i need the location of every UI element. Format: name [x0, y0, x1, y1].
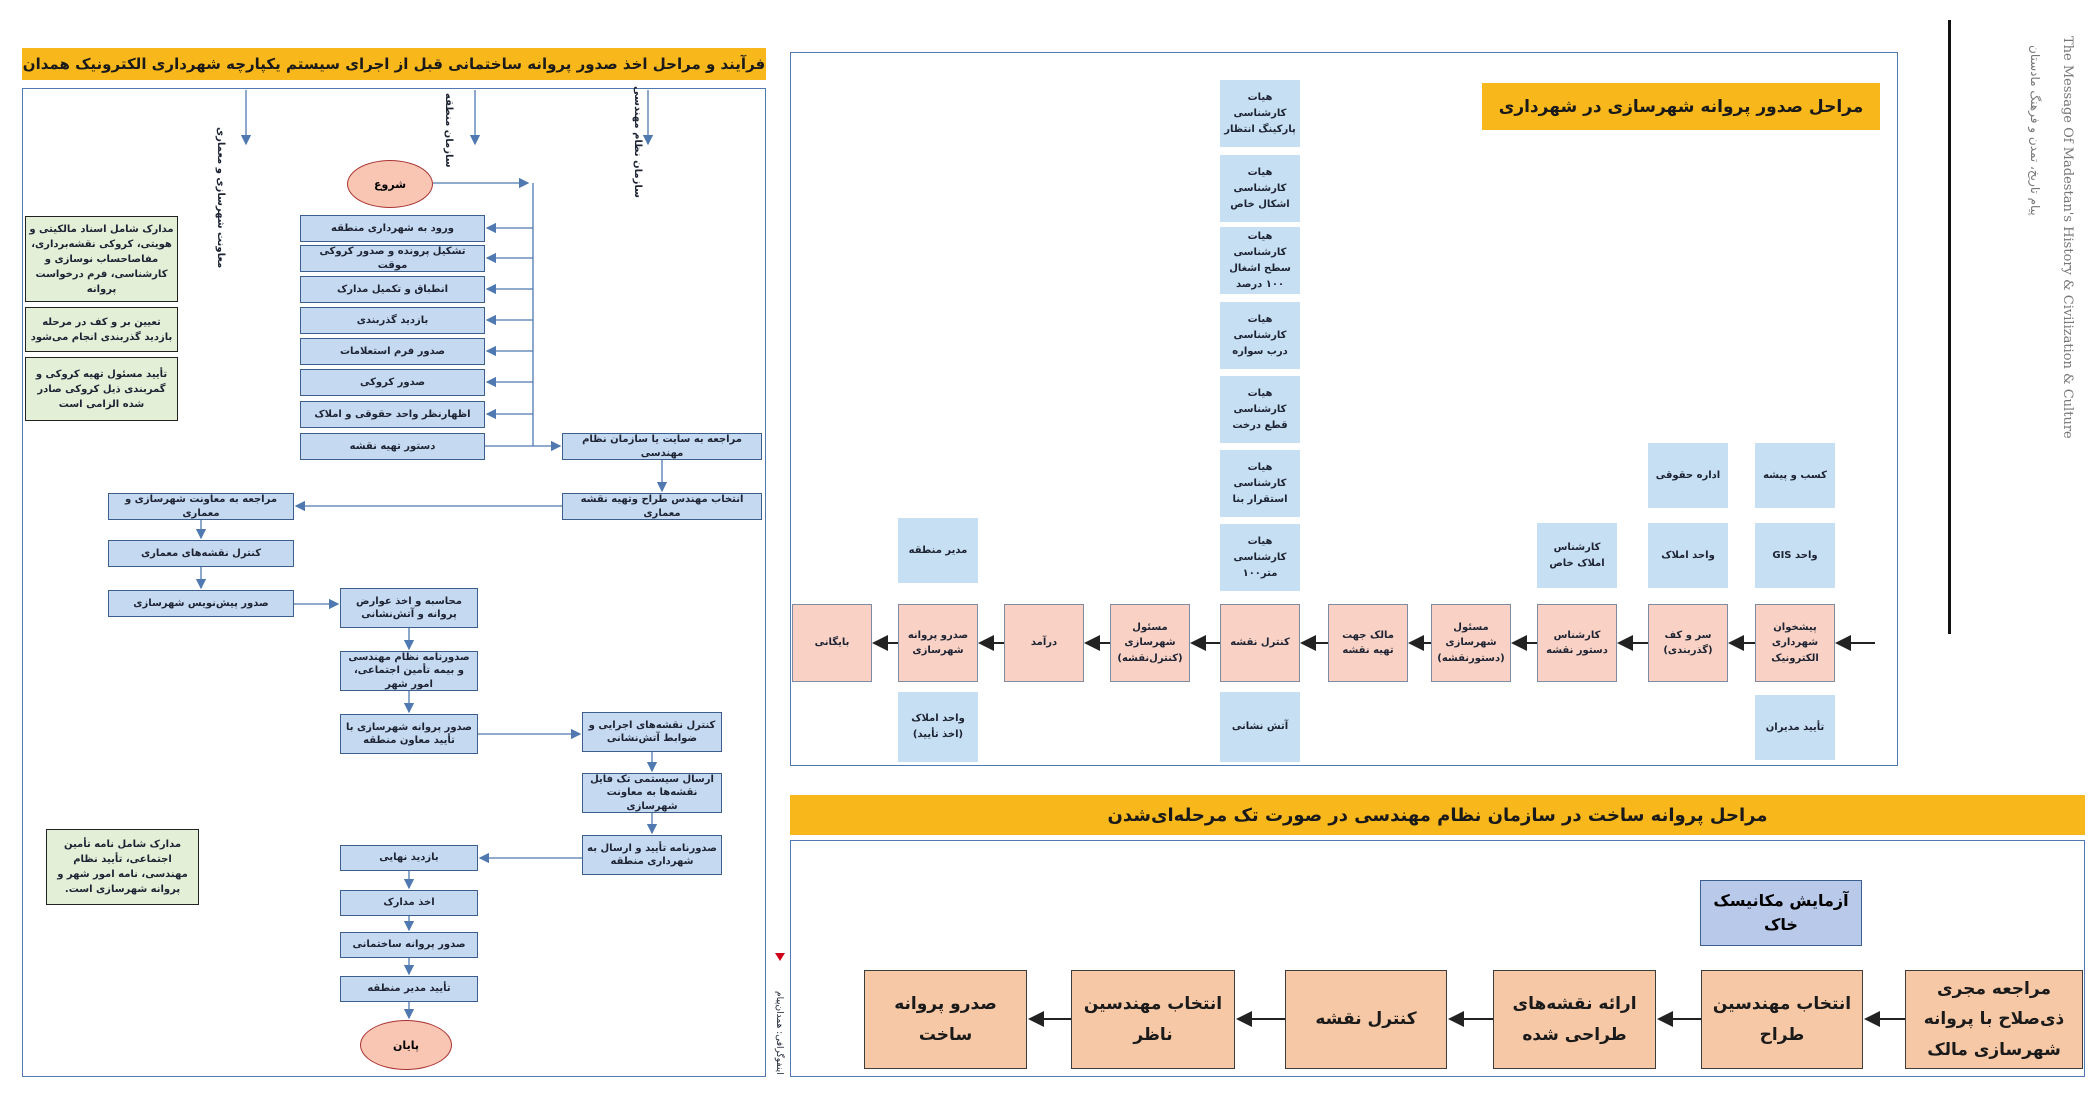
end-oval: پایان: [360, 1020, 452, 1070]
committee-box: هیات کارشناسی قطع درخت: [1220, 376, 1300, 443]
credit-marker-icon: [775, 953, 785, 961]
flow-box: مسئول شهرسازی (دستورنقشه): [1431, 604, 1511, 682]
grade-side-box: واحد املاک: [1648, 523, 1728, 588]
flow-step-box: ارائه نقشه‌های طراحی شده: [1493, 970, 1656, 1069]
region-step-box: صدور پروانه شهرسازی با تأیید معاون منطقه: [340, 714, 478, 754]
deputy-step-box: صدور پیش‌نویس شهرسازی: [108, 590, 294, 617]
side-divider: [1948, 20, 1951, 634]
eng2-step-box: ارسال سیستمی تک فایل نقشه‌ها به معاونت ش…: [582, 773, 722, 813]
lane-label-deputy: معاونت شهرسازی و معماری: [215, 126, 226, 268]
expert-side-box: کارشناس املاک خاص: [1537, 523, 1617, 588]
estate-confirm-box: واحد املاک (اخذ تأیید): [898, 692, 978, 762]
flow-box: کارشناس دستور نقشه: [1537, 604, 1617, 682]
fire-department-box: آتش نشانی: [1220, 692, 1300, 762]
step-box: ورود به شهرداری منطقه: [300, 215, 485, 242]
step-box: صدور کروکی: [300, 369, 485, 396]
final-step-box: بازدید نهایی: [340, 845, 478, 871]
step-box: تشکیل پرونده و صدور کروکی موقت: [300, 245, 485, 272]
engineering-step-box: انتخاب مهندس طراح وتهیه نقشه معماری: [562, 493, 762, 520]
counter-side-box: واحد GIS: [1755, 523, 1835, 588]
left-panel-frame: [22, 88, 766, 1077]
eng2-step-box: صدورنامه تأیید و ارسال به شهرداری منطقه: [582, 835, 722, 875]
step-box: انطباق و تکمیل مدارک: [300, 276, 485, 303]
region-manager-box: مدیر منطقه: [898, 518, 978, 583]
deputy-step-box: مراجعه به معاونت شهرسازی و معماری: [108, 493, 294, 520]
step-box: اظهارنظر واحد حقوقی و املاک: [300, 401, 485, 428]
flow-box: درآمد: [1004, 604, 1084, 682]
step-box: دستور تهیه نقشه: [300, 433, 485, 460]
grade-side-box: اداره حقوقی: [1648, 443, 1728, 508]
final-step-box: صدور پروانه ساختمانی: [340, 932, 478, 958]
engineering-step-box: مراجعه به سایت یا سازمان نظام مهندسی: [562, 433, 762, 460]
committee-box: هیات کارشناسی پارکینگ انتظار: [1220, 80, 1300, 147]
flow-box: بایگانی: [792, 604, 872, 682]
counter-side-box: کسب و پیشه: [1755, 443, 1835, 508]
flow-box: مسئول شهرسازی (کنترل‌نقشه): [1110, 604, 1190, 682]
region-step-box: صدورنامه نظام مهندسی و بیمه تأمین اجتماع…: [340, 651, 478, 691]
flow-step-box: انتخاب مهندسین ناظر: [1071, 970, 1235, 1069]
lane-label-engineering: سازمان نظام مهندسی: [632, 86, 643, 198]
start-oval: شروع: [347, 160, 433, 208]
lane-label-region: سازمان منطقه: [443, 93, 454, 168]
soil-test-box: آزمایش مکانیسک خاک: [1700, 880, 1862, 946]
eng2-step-box: کنترل نقشه‌های اجرایی و ضوابط آتش‌نشانی: [582, 712, 722, 752]
flow-box: کنترل نقشه: [1220, 604, 1300, 682]
flow-box: سر و کف (گذربندی): [1648, 604, 1728, 682]
step-box: بازدید گذربندی: [300, 307, 485, 334]
flow-step-box: صدرو پروانه ساخت: [864, 970, 1027, 1069]
right-top-title: مراحل صدور پروانه شهرسازی در شهرداری: [1482, 83, 1880, 130]
flow-box: پیشخوان شهرداری الکترونیک: [1755, 604, 1835, 682]
note-box: تعیین بر و کف در مرحله بازدید گذربندی ان…: [25, 307, 178, 352]
flow-step-box: مراجعه مجری ذی‌صلاح با پروانه شهرسازی ما…: [1905, 970, 2083, 1069]
side-text-english: The Message Of Madestan's History & Civi…: [2060, 36, 2075, 439]
right-top-frame: [790, 52, 1898, 766]
credit-text: اینفوگرافی: همدان‌پیام: [774, 991, 784, 1075]
committee-box: هیات کارشناسی سطح اشغال ۱۰۰ درصد: [1220, 227, 1300, 294]
deputy-step-box: کنترل نقشه‌های معماری: [108, 540, 294, 567]
right-bottom-frame: [790, 840, 2085, 1077]
committee-box: هیات کارشناسی استقرار بنا: [1220, 450, 1300, 517]
flow-box: مالک جهت تهیه نقشه: [1328, 604, 1408, 682]
final-step-box: تأیید مدیر منطقه: [340, 976, 478, 1002]
step-box: صدور فرم استعلامات: [300, 338, 485, 365]
committee-box: هیات کارشناسی اشکال خاص: [1220, 155, 1300, 222]
flow-step-box: انتخاب مهندسین طراح: [1701, 970, 1863, 1069]
region-step-box: محاسبه و اخذ عوارض پروانه و آتش‌نشانی: [340, 588, 478, 628]
right-bottom-title: مراحل پروانه ساخت در سازمان نظام مهندسی …: [790, 795, 2085, 835]
note-box: مدارک شامل اسناد مالکیتی و هویتی، کروکی …: [25, 216, 178, 302]
note-box: تأیید مسئول تهیه کروکی و گمربندی ذیل کرو…: [25, 357, 178, 421]
committee-box: هیات کارشناسی درب سواره: [1220, 302, 1300, 369]
side-text-persian: پیام تاریخ، تمدن و فرهنگ مادستان: [2028, 45, 2042, 216]
flow-box: صدرو پروانه شهرسازی: [898, 604, 978, 682]
left-panel-title: فرآیند و مراحل اخذ صدور پروانه ساختمانی …: [22, 48, 766, 80]
note-box: مدارک شامل نامه تأمین اجتماعی، تأیید نظا…: [46, 829, 199, 905]
final-step-box: اخذ مدارک: [340, 890, 478, 916]
counter-side-box: تأیید مدیران: [1755, 695, 1835, 760]
committee-box: هیات کارشناسی متر۱۰۰: [1220, 524, 1300, 591]
flow-step-box: کنترل نقشه: [1285, 970, 1447, 1069]
